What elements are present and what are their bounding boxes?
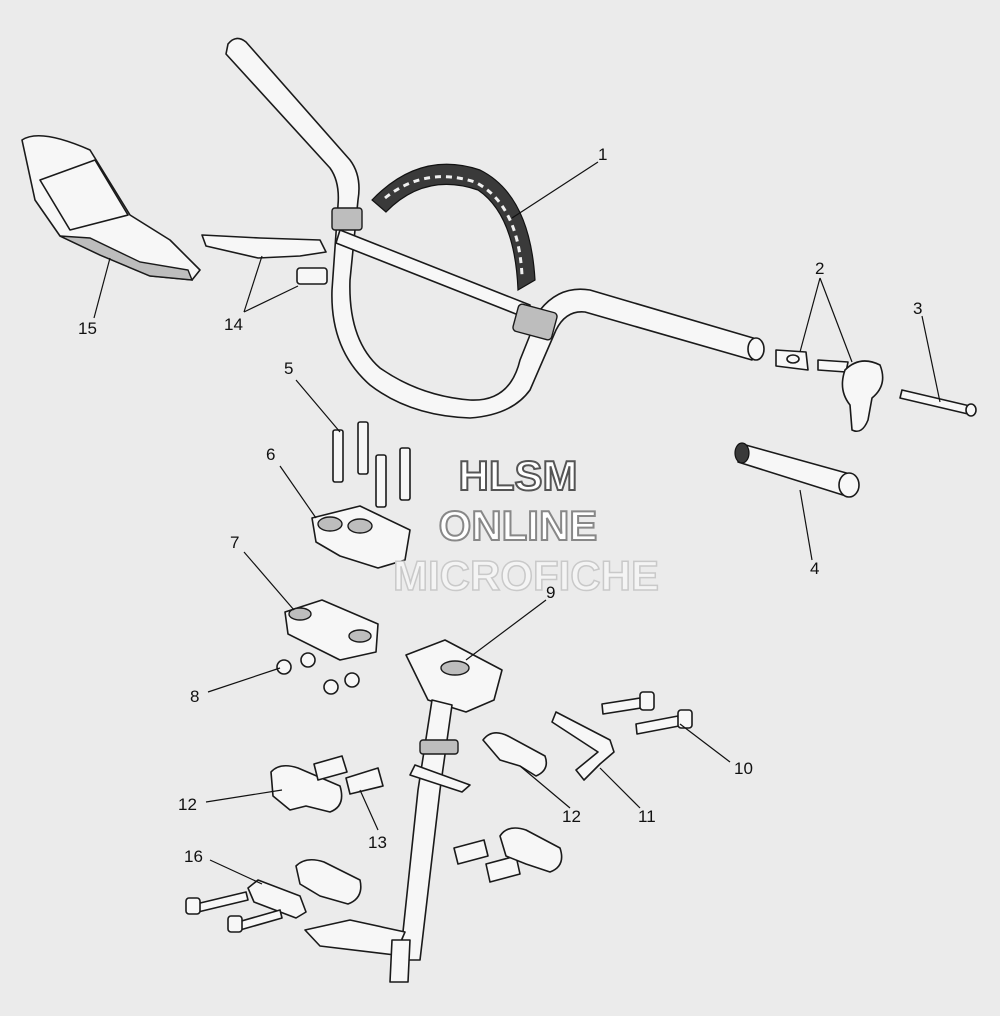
callout-11: 11 (638, 807, 656, 826)
throttle-assembly[interactable] (775, 349, 884, 433)
grip[interactable] (734, 442, 860, 498)
nuts[interactable] (276, 652, 360, 695)
handlebar[interactable] (225, 37, 765, 419)
callout-2: 2 (815, 259, 824, 278)
mirror-mount[interactable] (201, 234, 328, 285)
watermark-line-1: HLSM (459, 452, 578, 499)
callout-6: 6 (266, 445, 275, 464)
callout-8: 8 (190, 687, 199, 706)
callout-1: 1 (598, 145, 607, 164)
lower-clamp[interactable] (284, 599, 379, 661)
steering-column[interactable] (304, 639, 503, 983)
handlebar-pad[interactable] (371, 163, 536, 292)
plate-and-bolts[interactable] (185, 879, 307, 933)
callout-3: 3 (913, 299, 922, 318)
clamp-left[interactable] (270, 764, 343, 813)
watermark: HLSM ONLINE MICROFICHE (392, 451, 660, 600)
callout-5: 5 (284, 359, 293, 378)
callout-12b: 12 (178, 795, 197, 814)
callout-10: 10 (734, 759, 753, 778)
callout-numbers: 1 2 3 4 5 6 7 8 9 10 11 12 12 13 14 15 1… (78, 145, 922, 866)
callout-15: 15 (78, 319, 97, 338)
clamp-lower-pair[interactable] (295, 827, 563, 905)
callout-14: 14 (224, 315, 243, 334)
watermark-line-2: ONLINE (439, 502, 598, 549)
callout-9: 9 (546, 583, 555, 602)
bushings[interactable] (313, 755, 521, 883)
upper-clamp[interactable] (311, 505, 411, 569)
mirror[interactable] (21, 134, 201, 281)
pin[interactable] (899, 389, 977, 417)
callout-16: 16 (184, 847, 203, 866)
clamp-right[interactable] (482, 732, 548, 777)
watermark-line-3: MICROFICHE (393, 552, 659, 599)
callout-12a: 12 (562, 807, 581, 826)
callout-7: 7 (230, 533, 239, 552)
callout-13: 13 (368, 833, 387, 852)
callout-4: 4 (810, 559, 819, 578)
bolts-right[interactable] (601, 691, 693, 735)
leader-lines (93, 161, 941, 885)
bracket[interactable] (551, 711, 615, 781)
bolts-upper[interactable] (332, 421, 411, 508)
